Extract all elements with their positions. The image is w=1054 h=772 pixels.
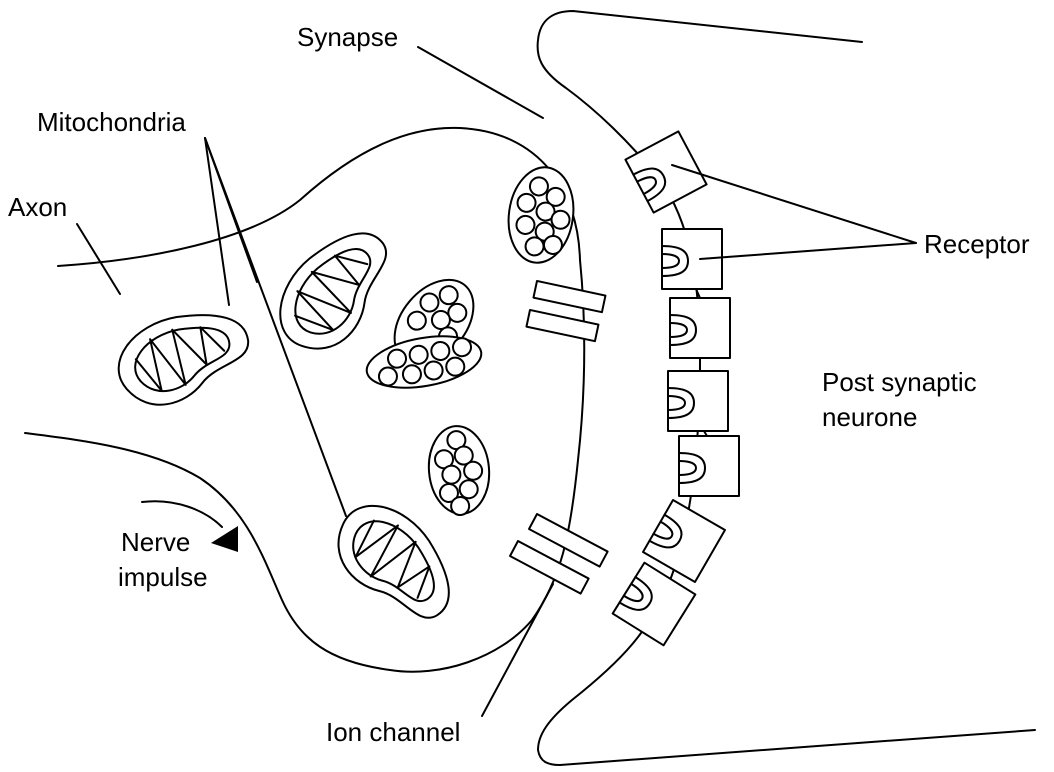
label-receptor: Receptor [924, 229, 1030, 259]
label-axon: Axon [8, 192, 67, 222]
ion-channel-lower [510, 514, 608, 594]
receptor [679, 436, 739, 496]
mitochondrion [264, 211, 402, 366]
receptor [670, 298, 730, 358]
label-synapse: Synapse [297, 22, 398, 52]
nerve-impulse-arrow [142, 501, 222, 527]
mitochondrion [105, 288, 260, 421]
label-impulse: impulse [118, 562, 208, 592]
label-mitochondria: Mitochondria [37, 107, 186, 137]
receptor-leader [700, 243, 916, 259]
synaptic-vesicle [503, 163, 580, 267]
synaptic-vesicle [425, 424, 493, 518]
axon-leader [77, 224, 120, 294]
axon-upper-membrane [25, 128, 584, 672]
synaptic-vesicle [363, 328, 486, 395]
ion-channel-upper [526, 281, 605, 341]
label-neurone: neurone [822, 402, 917, 432]
label-post-synaptic: Post synaptic [822, 367, 977, 397]
receptor [668, 371, 728, 431]
ion-channel-leader [482, 584, 553, 716]
arrowhead-icon [211, 526, 238, 552]
mitochondria-leader [205, 138, 229, 305]
synapse-leader [418, 47, 543, 118]
label-nerve: Nerve [121, 527, 190, 557]
label-ion-channel: Ion channel [326, 717, 460, 747]
